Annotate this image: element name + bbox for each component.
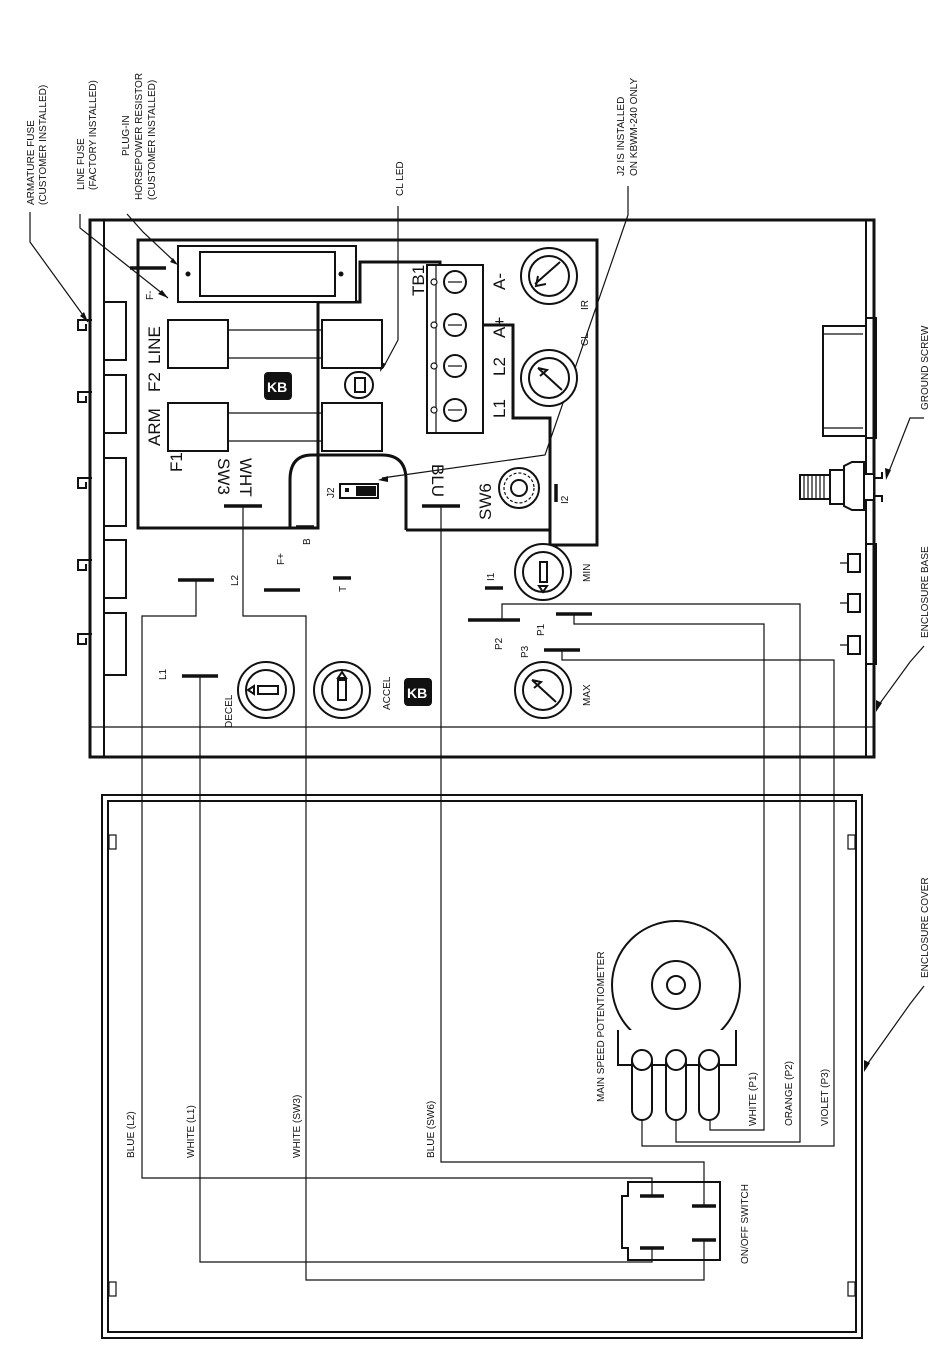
tb1-screw (430, 354, 467, 378)
trimpot-max (514, 661, 572, 719)
label-b: B (302, 538, 313, 545)
callout-j2-note: J2 IS INSTALLED ON KBWM-240 ONLY (616, 78, 640, 176)
wire-label-blue-l2: BLUE (L2) (126, 1111, 137, 1158)
callout-cl-led: CL LED (395, 161, 406, 196)
svg-text:KB: KB (267, 379, 287, 395)
wire-label-blue-sw6: BLUE (SW6) (426, 1101, 437, 1158)
svg-text:ARMATURE FUSE: ARMATURE FUSE (26, 120, 37, 205)
kb-logo-top: KB (264, 372, 292, 400)
label-sw3: SW3 (214, 458, 233, 495)
trimpot-accel (313, 661, 371, 719)
main-speed-potentiometer (611, 920, 741, 1121)
label-arm: ARM (145, 408, 164, 446)
trimpot-ir (520, 247, 578, 305)
fuse-f2 (167, 319, 383, 369)
tb1-terminal-a-plus: A+ (490, 317, 509, 338)
svg-text:GROUND SCREW: GROUND SCREW (920, 325, 931, 410)
trimpot-min (514, 543, 572, 601)
cl-led (344, 371, 374, 399)
label-ir: IR (580, 300, 591, 310)
label-cl: CL (580, 333, 591, 346)
label-p2: P2 (494, 637, 505, 650)
kb-logo-bottom: KB (404, 678, 432, 706)
callout-leaders (29, 186, 629, 482)
label-j2: J2 (326, 487, 337, 498)
on-off-switch (621, 1181, 721, 1261)
base-right-features (822, 317, 877, 665)
svg-text:PLUG-IN: PLUG-IN (121, 115, 132, 156)
svg-text:KB: KB (407, 685, 427, 701)
tb1-screw (430, 398, 467, 422)
label-f2: F2 (145, 372, 164, 392)
wire-label-violet-p3: VIOLET (P3) (820, 1069, 831, 1126)
j2-jumper (339, 483, 379, 499)
wire-label-white-sw3: WHITE (SW3) (292, 1095, 303, 1158)
svg-text:ON KBWM-240 ONLY: ON KBWM-240 ONLY (629, 78, 640, 176)
wire-label-orange-p2: ORANGE (P2) (784, 1061, 795, 1126)
svg-text:ENCLOSURE BASE: ENCLOSURE BASE (920, 546, 931, 638)
label-f-plus: F+ (276, 553, 287, 565)
label-tb1: TB1 (409, 265, 428, 296)
fuse-f1 (167, 402, 383, 452)
tb1-screw (430, 270, 467, 294)
label-i1: I1 (486, 572, 497, 581)
label-l1: L1 (158, 668, 169, 680)
label-min: MIN (582, 564, 593, 582)
tb1-terminal-l2: L2 (490, 357, 509, 376)
label-i2: I2 (560, 495, 571, 504)
callout-enclosure-cover: ENCLOSURE COVER (864, 877, 931, 1072)
label-t: T (338, 586, 349, 592)
tb1-terminal-block (426, 264, 484, 434)
label-l2: L2 (230, 574, 241, 586)
base-mounting-tabs (77, 301, 127, 676)
label-line: LINE (145, 326, 164, 364)
callout-ground-screw: GROUND SCREW (885, 325, 931, 480)
label-sw6: SW6 (476, 483, 495, 520)
svg-text:LINE FUSE: LINE FUSE (76, 138, 87, 190)
wire-label-white-l1: WHITE (L1) (186, 1105, 197, 1158)
svg-text:ENCLOSURE COVER: ENCLOSURE COVER (920, 877, 931, 978)
label-blu: BLU (428, 464, 447, 497)
label-wht: WHT (236, 458, 255, 497)
wire-label-white-p1: WHITE (P1) (748, 1072, 759, 1126)
svg-text:(CUSTOMER INSTALLED): (CUSTOMER INSTALLED) (38, 85, 49, 205)
svg-text:(FACTORY INSTALLED): (FACTORY INSTALLED) (88, 80, 99, 190)
label-p1: P1 (536, 623, 547, 636)
label-main-speed-potentiometer: MAIN SPEED POTENTIOMETER (596, 951, 607, 1102)
callout-plugin-resistor: PLUG-IN HORSEPOWER RESISTOR (CUSTOMER IN… (121, 73, 158, 200)
callout-enclosure-base: ENCLOSURE BASE (876, 546, 931, 712)
svg-text:(CUSTOMER INSTALLED): (CUSTOMER INSTALLED) (147, 80, 158, 200)
sw6-knob (498, 467, 540, 509)
callout-armature-fuse: ARMATURE FUSE (CUSTOMER INSTALLED) (26, 85, 49, 205)
ground-screw (799, 461, 883, 511)
label-f-minus: F- (145, 291, 156, 300)
tb1-terminal-a-minus: A- (490, 273, 509, 290)
label-accel: ACCEL (382, 676, 393, 710)
enclosure-cover (101, 794, 863, 1339)
svg-text:HORSEPOWER RESISTOR: HORSEPOWER RESISTOR (134, 73, 145, 200)
trimpot-decel (237, 661, 295, 719)
label-p3: P3 (520, 645, 531, 658)
tb1-terminal-l1: L1 (490, 399, 509, 418)
wires (141, 506, 835, 1281)
trimpot-cl (520, 349, 578, 407)
label-on-off-switch: ON/OFF SWITCH (740, 1184, 751, 1264)
horsepower-resistor (177, 245, 357, 303)
label-decel: DECEL (224, 694, 235, 728)
label-max: MAX (582, 684, 593, 706)
svg-text:J2 IS INSTALLED: J2 IS INSTALLED (616, 97, 627, 176)
tb1-screw (430, 313, 467, 337)
label-f1: F1 (167, 452, 186, 472)
callout-line-fuse: LINE FUSE (FACTORY INSTALLED) (76, 80, 99, 190)
